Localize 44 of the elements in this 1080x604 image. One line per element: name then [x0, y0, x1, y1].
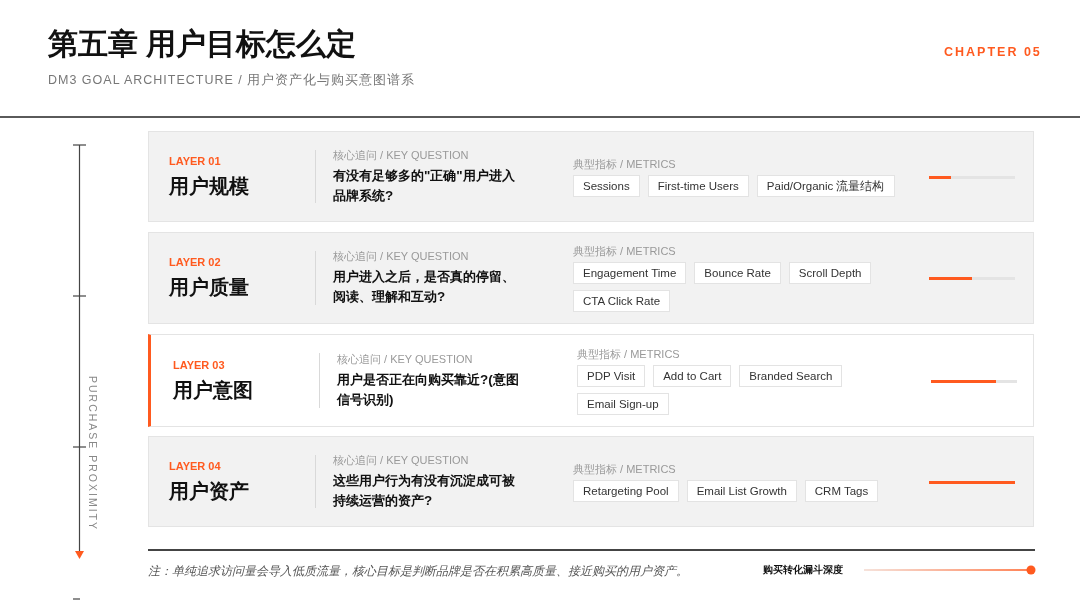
metrics-kicker: 典型指标 / METRICS: [573, 461, 676, 476]
metric-tag: Email List Growth: [686, 479, 797, 502]
metric-tag: CRM Tags: [804, 479, 879, 502]
metrics-kicker: 典型指标 / METRICS: [577, 346, 680, 361]
layer-number: LAYER 01: [169, 153, 221, 168]
layer-title: 用户意图: [173, 377, 253, 403]
question-kicker: 核心追问 / KEY QUESTION: [337, 351, 473, 366]
chapter-label: CHAPTER 05: [944, 44, 1042, 60]
question-text: 用户是否正在向购买靠近?(意图信号识别): [337, 370, 520, 409]
metric-tag: Bounce Rate: [694, 262, 781, 284]
metric-tag: First-time Users: [647, 174, 749, 197]
metric-tag: Branded Search: [739, 364, 843, 387]
layer-card: [148, 131, 1034, 222]
metric-tag: Retargeting Pool: [573, 479, 679, 502]
question-kicker: 核心追问 / KEY QUESTION: [333, 249, 469, 263]
metric-tag: Email Sign-up: [577, 392, 669, 415]
metric-tag: PDP Visit: [577, 364, 646, 387]
metric-tag: Scroll Depth: [788, 262, 872, 284]
legend-label: 购买转化漏斗深度: [763, 563, 843, 577]
metric-tag: Add to Cart: [653, 364, 732, 387]
layer-title: 用户质量: [169, 275, 249, 300]
metric-tag: Sessions: [573, 174, 640, 197]
layer-card: [148, 232, 1034, 324]
layer-number: LAYER 03: [173, 357, 225, 372]
layer-number: LAYER 02: [169, 255, 221, 269]
layer-card: [148, 436, 1034, 527]
subtitle: DM3 GOAL ARCHITECTURE / 用户资产化与购买意图谱系: [48, 72, 416, 88]
layer-title: 用户资产: [169, 478, 249, 504]
question-text: 用户进入之后，是否真的停留、阅读、理解和互动?: [333, 268, 516, 306]
metric-tag: Paid/Organic 流量结构: [756, 174, 895, 197]
metric-tag: CTA Click Rate: [573, 290, 671, 312]
footnote: 注：单纯追求访问量会导入低质流量，核心目标是判断品牌是否在积累高质量、接近购买的用户资产。: [148, 563, 688, 579]
question-text: 这些用户行为有没有沉淀成可被持续运营的资产?: [333, 471, 516, 510]
question-kicker: 核心追问 / KEY QUESTION: [333, 452, 469, 467]
page-title: 第五章 用户目标怎么定: [48, 26, 356, 62]
metrics-kicker: 典型指标 / METRICS: [573, 156, 676, 171]
question-kicker: 核心追问 / KEY QUESTION: [333, 147, 469, 162]
layer-number: LAYER 04: [169, 458, 221, 473]
metrics-kicker: 典型指标 / METRICS: [573, 244, 676, 258]
layer-title: 用户规模: [169, 173, 249, 199]
layer-card: [148, 334, 1034, 427]
metric-tag: Engagement Time: [573, 262, 687, 284]
question-text: 有没有足够多的"正确"用户进入品牌系统?: [333, 166, 516, 205]
axis-label: PURCHASE PROXIMITY: [86, 376, 100, 532]
